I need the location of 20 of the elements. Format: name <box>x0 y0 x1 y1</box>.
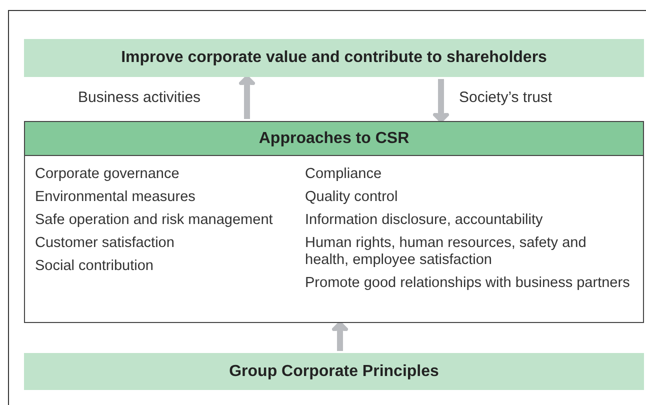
goal-band <box>24 353 644 390</box>
goal-band <box>24 39 644 77</box>
band-title: Improve corporate value and contribute to shareholders <box>121 49 547 67</box>
panel-title: Approaches to CSR <box>258 130 410 148</box>
list-item: Environmental measures <box>35 189 196 206</box>
edge-label: Society’s trust <box>459 89 552 106</box>
list-item: Compliance <box>305 166 383 183</box>
arrow <box>432 79 450 122</box>
list-item: Promote good relationships with business partners <box>305 275 631 292</box>
band-title: Group Corporate Principles <box>229 362 439 380</box>
list-item: Customer satisfaction <box>35 235 176 252</box>
arrow <box>238 76 256 119</box>
list-item: Quality control <box>305 189 399 206</box>
list-item: Information disclosure, accountability <box>305 212 544 229</box>
list-item: Safe operation and risk management <box>35 212 274 229</box>
list-item: Corporate governance <box>35 166 180 183</box>
list-item: Human rights, human resources, safety and health, employee satisfaction <box>305 235 588 269</box>
list-item: Social contribution <box>35 258 154 275</box>
arrow <box>330 322 350 351</box>
csr-panel <box>24 121 644 323</box>
